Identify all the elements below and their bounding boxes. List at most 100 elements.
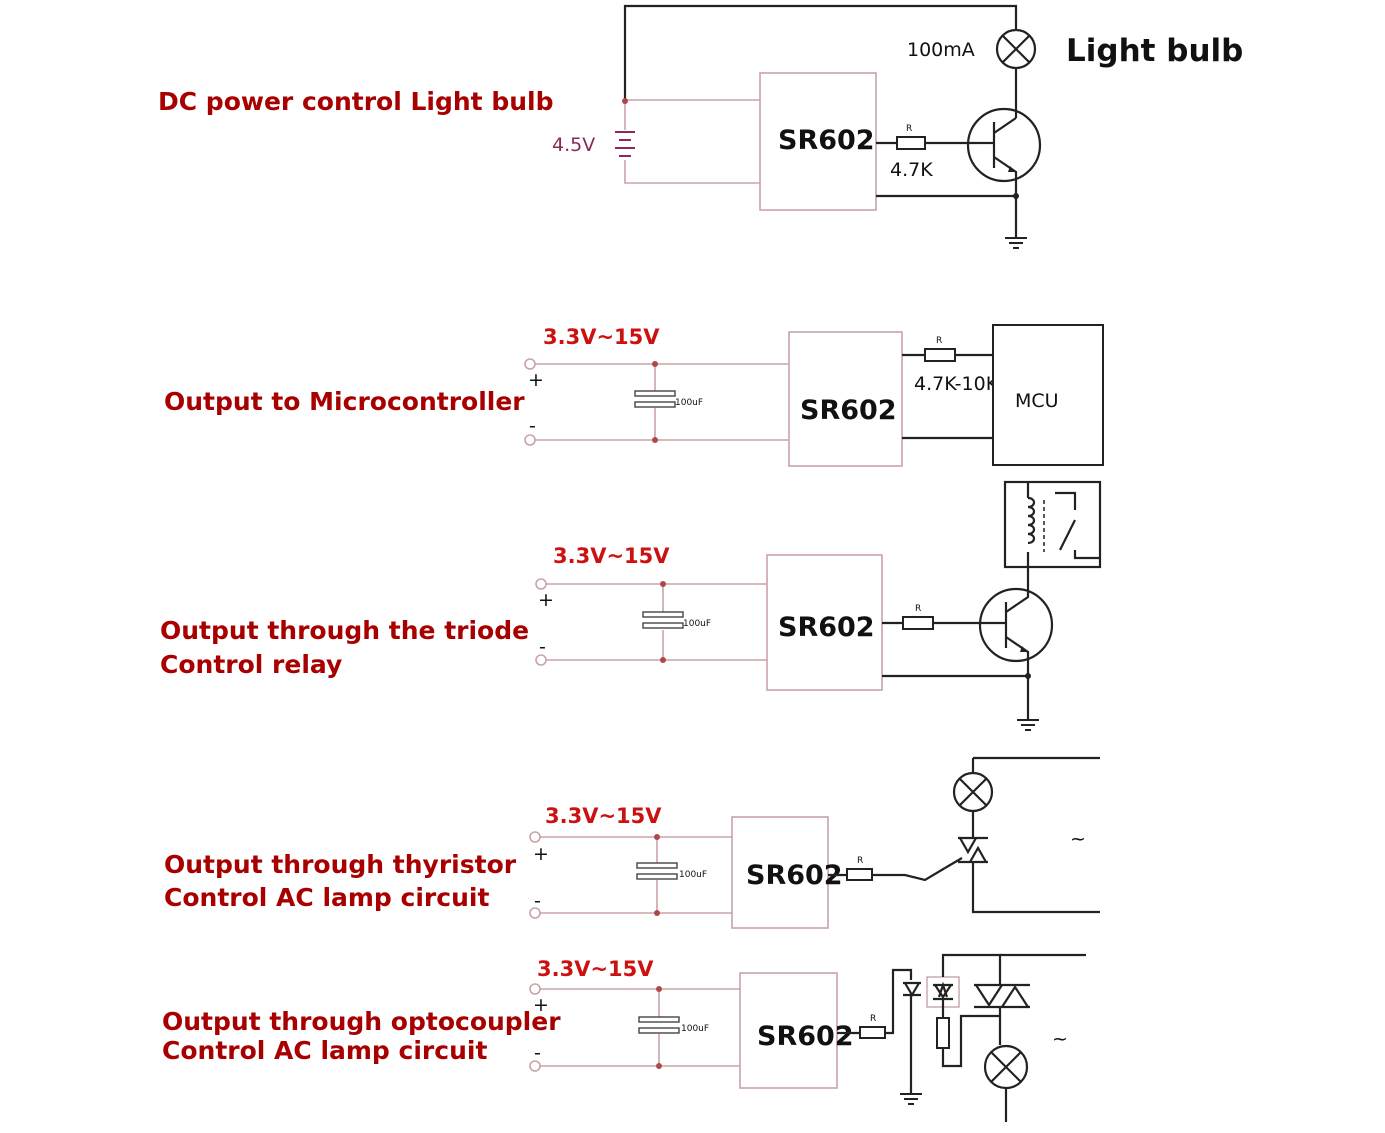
junction-dot	[1025, 673, 1031, 679]
voltage-label: 3.3V~15V	[545, 804, 662, 828]
section-title-line2: Control AC lamp circuit	[164, 883, 489, 912]
junction-dot	[622, 98, 628, 104]
triac-icon	[974, 953, 1086, 1045]
plus-sign: +	[533, 994, 549, 1016]
terminal-plus-icon	[524, 358, 536, 370]
minus-sign: -	[534, 890, 541, 912]
resistor-wires	[828, 867, 946, 882]
section-title-line1: Output through optocoupler	[162, 1007, 561, 1036]
resistor-icon	[924, 348, 956, 362]
capacitor-label: 100uF	[679, 870, 707, 880]
chip-label: SR602	[778, 612, 875, 643]
ac-loop-wires	[971, 756, 1100, 914]
resistor-label: R	[915, 604, 921, 614]
lamp-icon	[983, 1044, 1029, 1090]
bulb-label: Light bulb	[1066, 33, 1243, 69]
junction-dot	[660, 581, 666, 587]
ground-icon	[1017, 719, 1039, 731]
junction-dot	[656, 1063, 662, 1069]
resistor-wires	[837, 968, 913, 1035]
junction-dot	[1013, 193, 1019, 199]
chip-label: SR602	[800, 395, 897, 426]
junction-dot	[652, 361, 658, 367]
sr602-module	[759, 72, 877, 211]
capacitor-label: 100uF	[675, 398, 703, 408]
resistor-label: R	[936, 336, 942, 346]
capacitor-label: 100uF	[683, 619, 711, 629]
supply-wires	[540, 836, 732, 914]
supply-wires	[624, 99, 760, 184]
lamp-icon	[995, 28, 1037, 70]
minus-sign: -	[529, 415, 536, 437]
capacitor-icon	[638, 1016, 680, 1023]
resistor-label: R	[857, 856, 863, 866]
output-wires	[902, 353, 993, 440]
supply-wires	[540, 988, 740, 1067]
resistor-label: R	[906, 124, 912, 134]
ac-source-icon: ~	[1070, 828, 1086, 850]
plus-sign: +	[538, 589, 554, 611]
mcu-label: MCU	[1015, 390, 1059, 412]
ground-icon	[1005, 237, 1027, 249]
terminal-plus-icon	[535, 578, 547, 590]
chip-label: SR602	[757, 1021, 854, 1052]
section-light-bulb: DC power control Light bulb 100mA Light …	[158, 4, 1243, 249]
section-title: Output to Microcontroller	[164, 387, 525, 416]
minus-sign: -	[539, 636, 546, 658]
chip-label: SR602	[746, 860, 843, 891]
triac-icon	[944, 836, 988, 869]
ground-icon	[900, 1093, 922, 1105]
section-microcontroller: Output to Microcontroller 3.3V~15V + - 1…	[164, 324, 1104, 467]
sr602-module	[766, 554, 883, 691]
voltage-label: 3.3V~15V	[553, 544, 670, 568]
voltage-label: 3.3V~15V	[537, 957, 654, 981]
section-optocoupler: Output through optocoupler Control AC la…	[162, 953, 1086, 1122]
mcu-block	[992, 324, 1104, 466]
resistor-icon	[902, 616, 934, 630]
section-thyristor: Output through thyristor Control AC lamp…	[164, 756, 1100, 929]
sr602-module	[739, 972, 838, 1089]
section-title-line1: Output through thyristor	[164, 850, 517, 879]
voltage-label: 3.3V~15V	[543, 325, 660, 349]
section-relay: Output through the triode Control relay …	[160, 480, 1102, 731]
resistor-icon	[859, 1026, 886, 1039]
resistor-label: R	[870, 1014, 876, 1024]
plus-sign: +	[533, 843, 549, 865]
chip-label: SR602	[778, 125, 875, 156]
ac-source-icon: ~	[1052, 1028, 1068, 1050]
section-title: DC power control Light bulb	[158, 87, 553, 116]
capacitor-icon	[642, 611, 684, 618]
junction-dot	[654, 910, 660, 916]
supply-wires	[546, 583, 767, 661]
bulb-current-label: 100mA	[907, 39, 975, 61]
junction-dot	[656, 986, 662, 992]
relay-icon	[1003, 480, 1102, 569]
optocoupler-icon	[903, 953, 1002, 1094]
transistor-icon	[978, 568, 1054, 720]
capacitor-icon	[634, 390, 676, 397]
top-wire	[623, 4, 1018, 100]
ground-wire	[876, 194, 1018, 238]
resistor-icon	[846, 868, 873, 881]
capacitor-icon	[636, 862, 678, 869]
lamp-icon	[952, 771, 994, 813]
junction-dot	[654, 834, 660, 840]
section-title-line2: Control relay	[160, 650, 342, 679]
supply-wires	[535, 363, 789, 441]
sr602-module	[731, 816, 829, 929]
plus-sign: +	[528, 369, 544, 391]
voltage-label: 4.5V	[552, 134, 595, 156]
terminal-plus-icon	[529, 831, 541, 843]
battery-icon	[615, 131, 635, 157]
section-title-line2: Control AC lamp circuit	[162, 1036, 487, 1065]
resistor-value: 4.7K-10K	[914, 373, 999, 395]
transistor-icon	[966, 107, 1042, 200]
junction-dot	[660, 657, 666, 663]
resistor-value: 4.7K	[890, 159, 933, 181]
terminal-plus-icon	[529, 983, 541, 995]
capacitor-label: 100uF	[681, 1024, 709, 1034]
junction-dot	[652, 437, 658, 443]
resistor-icon	[896, 136, 926, 150]
minus-sign: -	[534, 1042, 541, 1064]
